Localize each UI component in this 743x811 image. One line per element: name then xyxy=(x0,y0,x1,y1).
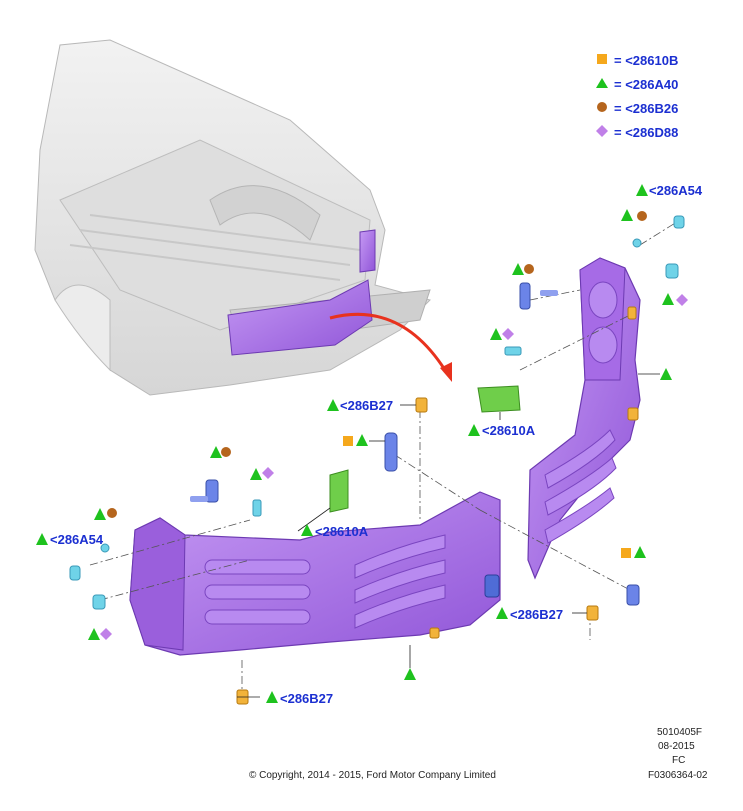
legend-item-28610b: = <28610B xyxy=(596,48,678,72)
callout-28610a-right: <28610A xyxy=(482,423,536,438)
legend-item-286b26: = <286B26 xyxy=(596,96,678,120)
spec-markers xyxy=(36,184,688,703)
triangle-marker xyxy=(662,293,674,305)
triangle-icon xyxy=(596,77,610,92)
circle-icon xyxy=(596,101,610,116)
triangle-marker xyxy=(301,524,313,536)
circle-marker xyxy=(107,508,117,518)
callout-286b27-bottom: <286B27 xyxy=(280,691,334,706)
triangle-marker xyxy=(634,546,646,558)
legend: = <28610B = <286A40 = <286B26 = <286D88 xyxy=(596,48,678,144)
callout-286b27-top: <286B27 xyxy=(340,398,394,413)
pointer-arrow-head xyxy=(440,362,452,382)
figure-code: 5010405F xyxy=(657,727,703,738)
legend-item-286a40: = <286A40 xyxy=(596,72,678,96)
triangle-marker xyxy=(210,446,222,458)
triangle-marker xyxy=(36,533,48,545)
triangle-marker xyxy=(468,424,480,436)
copyright-notice: © Copyright, 2014 - 2015, Ford Motor Com… xyxy=(249,770,496,781)
figure-region: FC xyxy=(672,755,686,766)
diamond-marker xyxy=(502,328,514,340)
diamond-marker xyxy=(262,467,274,479)
pointer-arrow xyxy=(329,312,447,371)
triangle-marker xyxy=(404,668,416,680)
figure-id: F0306364-02 xyxy=(648,770,708,781)
circle-marker xyxy=(524,264,534,274)
legend-label: = <28610B xyxy=(614,52,679,68)
diamond-marker xyxy=(100,628,112,640)
diamond-marker xyxy=(676,294,688,306)
truck-bed-illustration xyxy=(34,39,431,396)
left-bed-extender xyxy=(129,491,501,656)
triangle-marker xyxy=(660,368,672,380)
figure-date: 08-2015 xyxy=(658,741,695,752)
triangle-marker xyxy=(327,399,339,411)
legend-label: = <286D88 xyxy=(614,124,679,140)
callout-286b27-right: <286B27 xyxy=(510,607,564,622)
triangle-marker xyxy=(88,628,100,640)
triangle-marker xyxy=(356,434,368,446)
triangle-marker xyxy=(490,328,502,340)
triangle-marker xyxy=(496,607,508,619)
leader-lines xyxy=(237,373,660,698)
square-marker xyxy=(343,436,353,446)
legend-item-286d88: = <286D88 xyxy=(596,120,678,144)
assembly-lines xyxy=(89,219,681,690)
callout-286a54-right: <286A54 xyxy=(649,183,703,198)
circle-marker xyxy=(221,447,231,457)
triangle-marker xyxy=(94,508,106,520)
callout-286a54-left: <286A54 xyxy=(50,532,104,547)
legend-label: = <286A40 xyxy=(614,76,679,92)
triangle-marker xyxy=(621,209,633,221)
square-marker xyxy=(621,548,631,558)
triangle-marker xyxy=(512,263,524,275)
legend-label: = <286B26 xyxy=(614,100,679,116)
triangle-marker xyxy=(250,468,262,480)
fastener-parts xyxy=(69,215,685,705)
diamond-icon xyxy=(596,124,610,140)
triangle-marker xyxy=(636,184,648,196)
callout-28610a-left: <28610A xyxy=(315,524,369,539)
circle-marker xyxy=(637,211,647,221)
square-icon xyxy=(596,53,610,68)
triangle-marker xyxy=(266,691,278,703)
right-bed-extender xyxy=(527,257,641,580)
